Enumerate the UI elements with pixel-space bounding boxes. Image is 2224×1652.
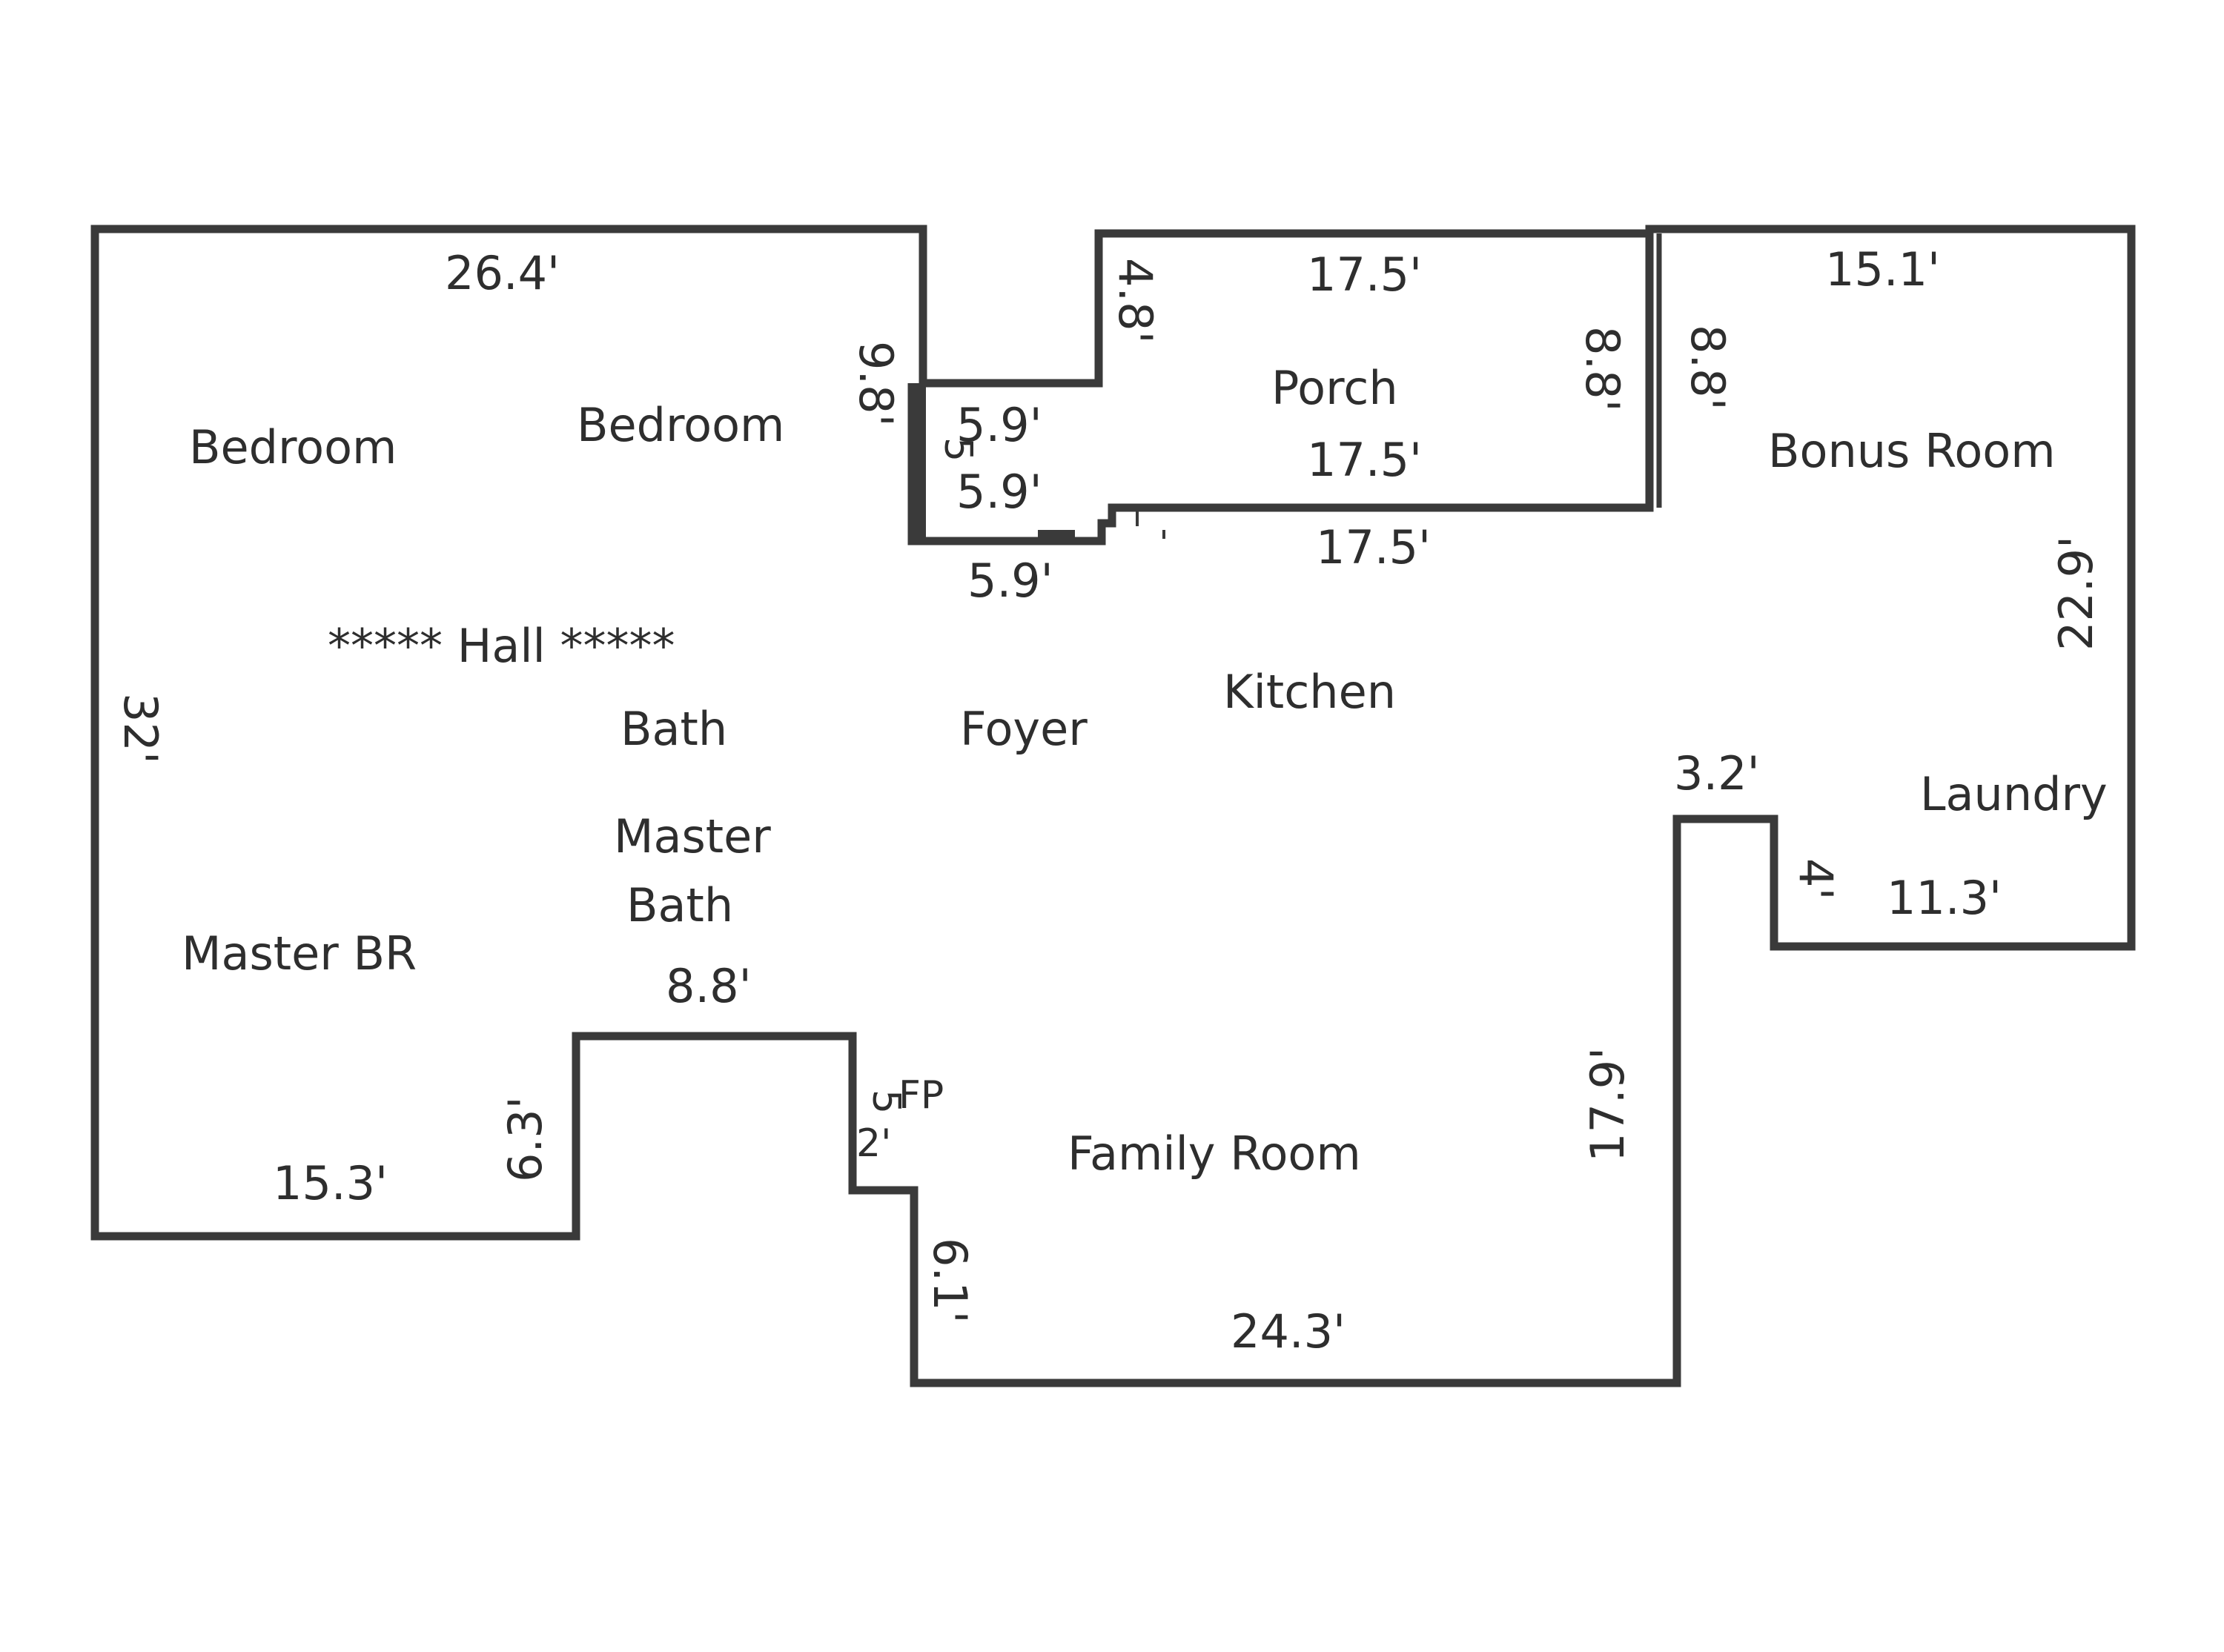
- step-tick-2: [1162, 530, 1165, 539]
- room-hall: ***** Hall *****: [328, 619, 675, 673]
- dim-notch-right-step: 5: [936, 437, 980, 462]
- room-foyer: Foyer: [960, 702, 1088, 756]
- label-fireplace: FP: [898, 1073, 944, 1118]
- step-block: [916, 383, 926, 541]
- room-laundry: Laundry: [1920, 767, 2108, 821]
- room-bedroom-2: Bedroom: [577, 398, 784, 452]
- dim-master-notch-side: 6.3': [498, 1096, 552, 1182]
- room-master-br: Master BR: [182, 926, 417, 981]
- dim-bonus-left: 8.8': [1681, 325, 1735, 411]
- room-bath: Bath: [620, 702, 727, 756]
- porch-wall: [907, 233, 1654, 545]
- room-family-room: Family Room: [1068, 1127, 1361, 1181]
- dim-step-upper: 5.9': [956, 398, 1042, 452]
- dim-family-bottom: 24.3': [1231, 1304, 1346, 1359]
- room-bedroom-1: Bedroom: [189, 420, 397, 474]
- dim-porch-top: 17.5': [1307, 248, 1422, 302]
- step-block-lower: [1038, 530, 1075, 541]
- dim-porch-bottom-inner: 17.5': [1307, 433, 1422, 487]
- dim-laundry-notch-side: 4': [1789, 858, 1843, 900]
- room-master-bath-line1: Master: [614, 809, 771, 863]
- dim-porch-left: 4.8': [1108, 258, 1162, 344]
- dim-top-main: 26.4': [445, 246, 560, 300]
- dim-family-left: 6.1': [923, 1238, 977, 1324]
- step-tick: [1136, 511, 1139, 526]
- dim-fp-side: 5: [864, 1089, 908, 1114]
- dim-laundry-bottom: 11.3': [1887, 871, 2002, 925]
- dim-bonus-top: 15.1': [1825, 242, 1940, 296]
- dim-porch-bottom-outer: 17.5': [1316, 520, 1431, 574]
- main-house-outline: [90, 225, 2136, 1387]
- dim-laundry-notch-top: 3.2': [1674, 746, 1760, 800]
- dim-porch-right-inner: 8.8': [1575, 326, 1629, 412]
- dim-step-lower: 5.9': [967, 554, 1053, 608]
- dim-step-mid: 5.9': [956, 465, 1042, 519]
- room-kitchen: Kitchen: [1223, 665, 1396, 719]
- room-master-bath-line2: Bath: [626, 878, 733, 932]
- dim-master-bottom: 15.3': [273, 1156, 388, 1210]
- dim-left-main: 32': [113, 693, 168, 764]
- dim-family-right: 17.9': [1581, 1047, 1635, 1162]
- dim-master-bath-bottom: 8.8': [666, 959, 752, 1013]
- dim-notch-right: 9.8': [849, 341, 903, 427]
- room-bonus-room: Bonus Room: [1768, 424, 2056, 478]
- room-porch: Porch: [1271, 361, 1398, 415]
- dim-fp-depth: 2': [856, 1121, 891, 1166]
- dim-bonus-right: 22.9': [2049, 536, 2103, 651]
